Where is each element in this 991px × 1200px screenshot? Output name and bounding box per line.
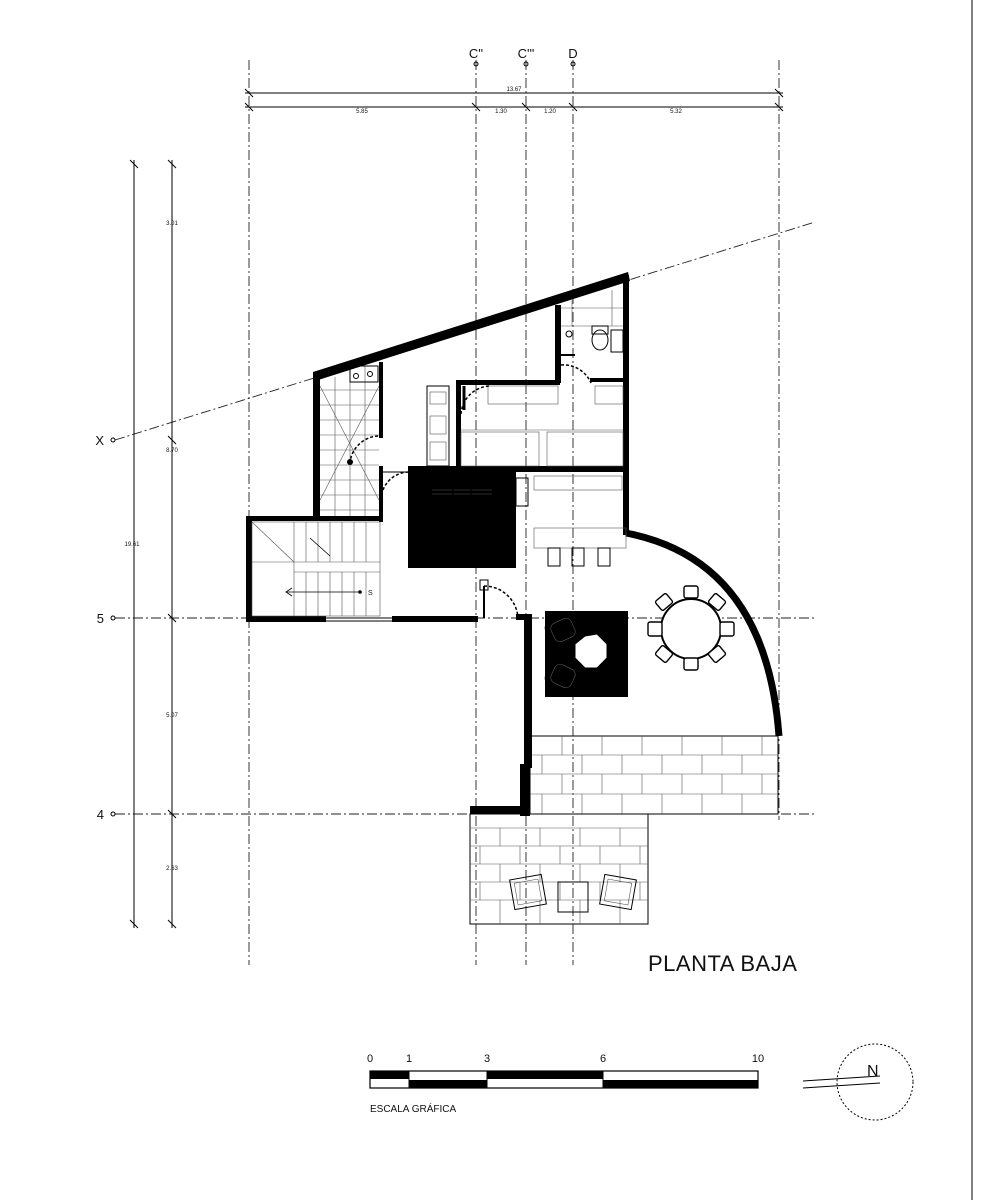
left-dimensions: 19.61 3.01 8.70 5.07 2.63 [124, 159, 178, 929]
bathroom [560, 290, 624, 384]
scale-tick-1: 1 [406, 1053, 412, 1065]
bathroom-sink [610, 329, 624, 353]
dim-overall-height: 19.61 [124, 542, 140, 548]
side-table [515, 477, 529, 507]
armchair-top [544, 612, 582, 648]
kitchen-sink [487, 385, 559, 405]
scale-label: ESCALA GRÁFICA [370, 1102, 456, 1115]
axis-label-c2: C'' [469, 46, 483, 61]
axis-label-x: X [95, 433, 104, 448]
armchair-bottom [544, 658, 582, 694]
dim-height-2: 8.70 [166, 448, 178, 454]
dim-width-3: 1.20 [544, 109, 556, 115]
tiled-zone [319, 365, 410, 516]
dim-width-4: 5.32 [670, 109, 682, 115]
lounge [544, 611, 628, 697]
dim-width-2: 1.30 [495, 109, 507, 115]
drawing-title: PLANTA BAJA [648, 951, 797, 976]
laundry-sink [349, 365, 379, 383]
scale-tick-6: 6 [600, 1053, 606, 1065]
toilet [591, 329, 609, 351]
terrace-pavers [469, 735, 779, 925]
dining [647, 585, 735, 671]
coffee-table [574, 633, 608, 669]
kitchen-counter-2 [546, 431, 624, 467]
dim-overall-width: 13.67 [506, 87, 522, 93]
patio-table [557, 881, 589, 913]
scale-tick-10: 10 [752, 1053, 764, 1065]
north-arrow-icon [802, 1075, 881, 1082]
scale-bar: 0 1 3 6 10 ESCALA GRÁFICA [367, 1053, 764, 1115]
top-dimensions: 13.67 5.85 1.30 1.20 5.32 [244, 87, 784, 115]
dining-chairs [647, 585, 735, 671]
stove [426, 385, 450, 467]
dim-height-4: 2.63 [166, 866, 178, 872]
axis-label-d: D [568, 46, 577, 61]
dim-width-1: 5.85 [356, 109, 368, 115]
patio-chair-left [509, 873, 547, 911]
north-label: N [867, 1063, 879, 1080]
scale-tick-3: 3 [484, 1053, 490, 1065]
axis-label-c3: C''' [518, 46, 535, 61]
axis-label-5: 5 [97, 611, 104, 626]
breakfast-bar [533, 527, 627, 549]
kitchen [426, 385, 624, 467]
dim-height-1: 3.01 [166, 221, 178, 227]
walls [246, 272, 783, 816]
bench [533, 475, 623, 491]
staircase: S [251, 521, 381, 617]
living-room [408, 472, 627, 619]
scale-tick-0: 0 [367, 1053, 373, 1065]
kitchen-counter-1 [460, 431, 540, 467]
north-arrow: N [802, 1043, 914, 1121]
dim-height-3: 5.07 [166, 713, 178, 719]
axis-labels: C'' C''' D X 5 4 [95, 46, 577, 822]
axis-label-4: 4 [97, 807, 104, 822]
patio-chair-right [599, 873, 637, 911]
stair-up-label: S [368, 590, 373, 597]
